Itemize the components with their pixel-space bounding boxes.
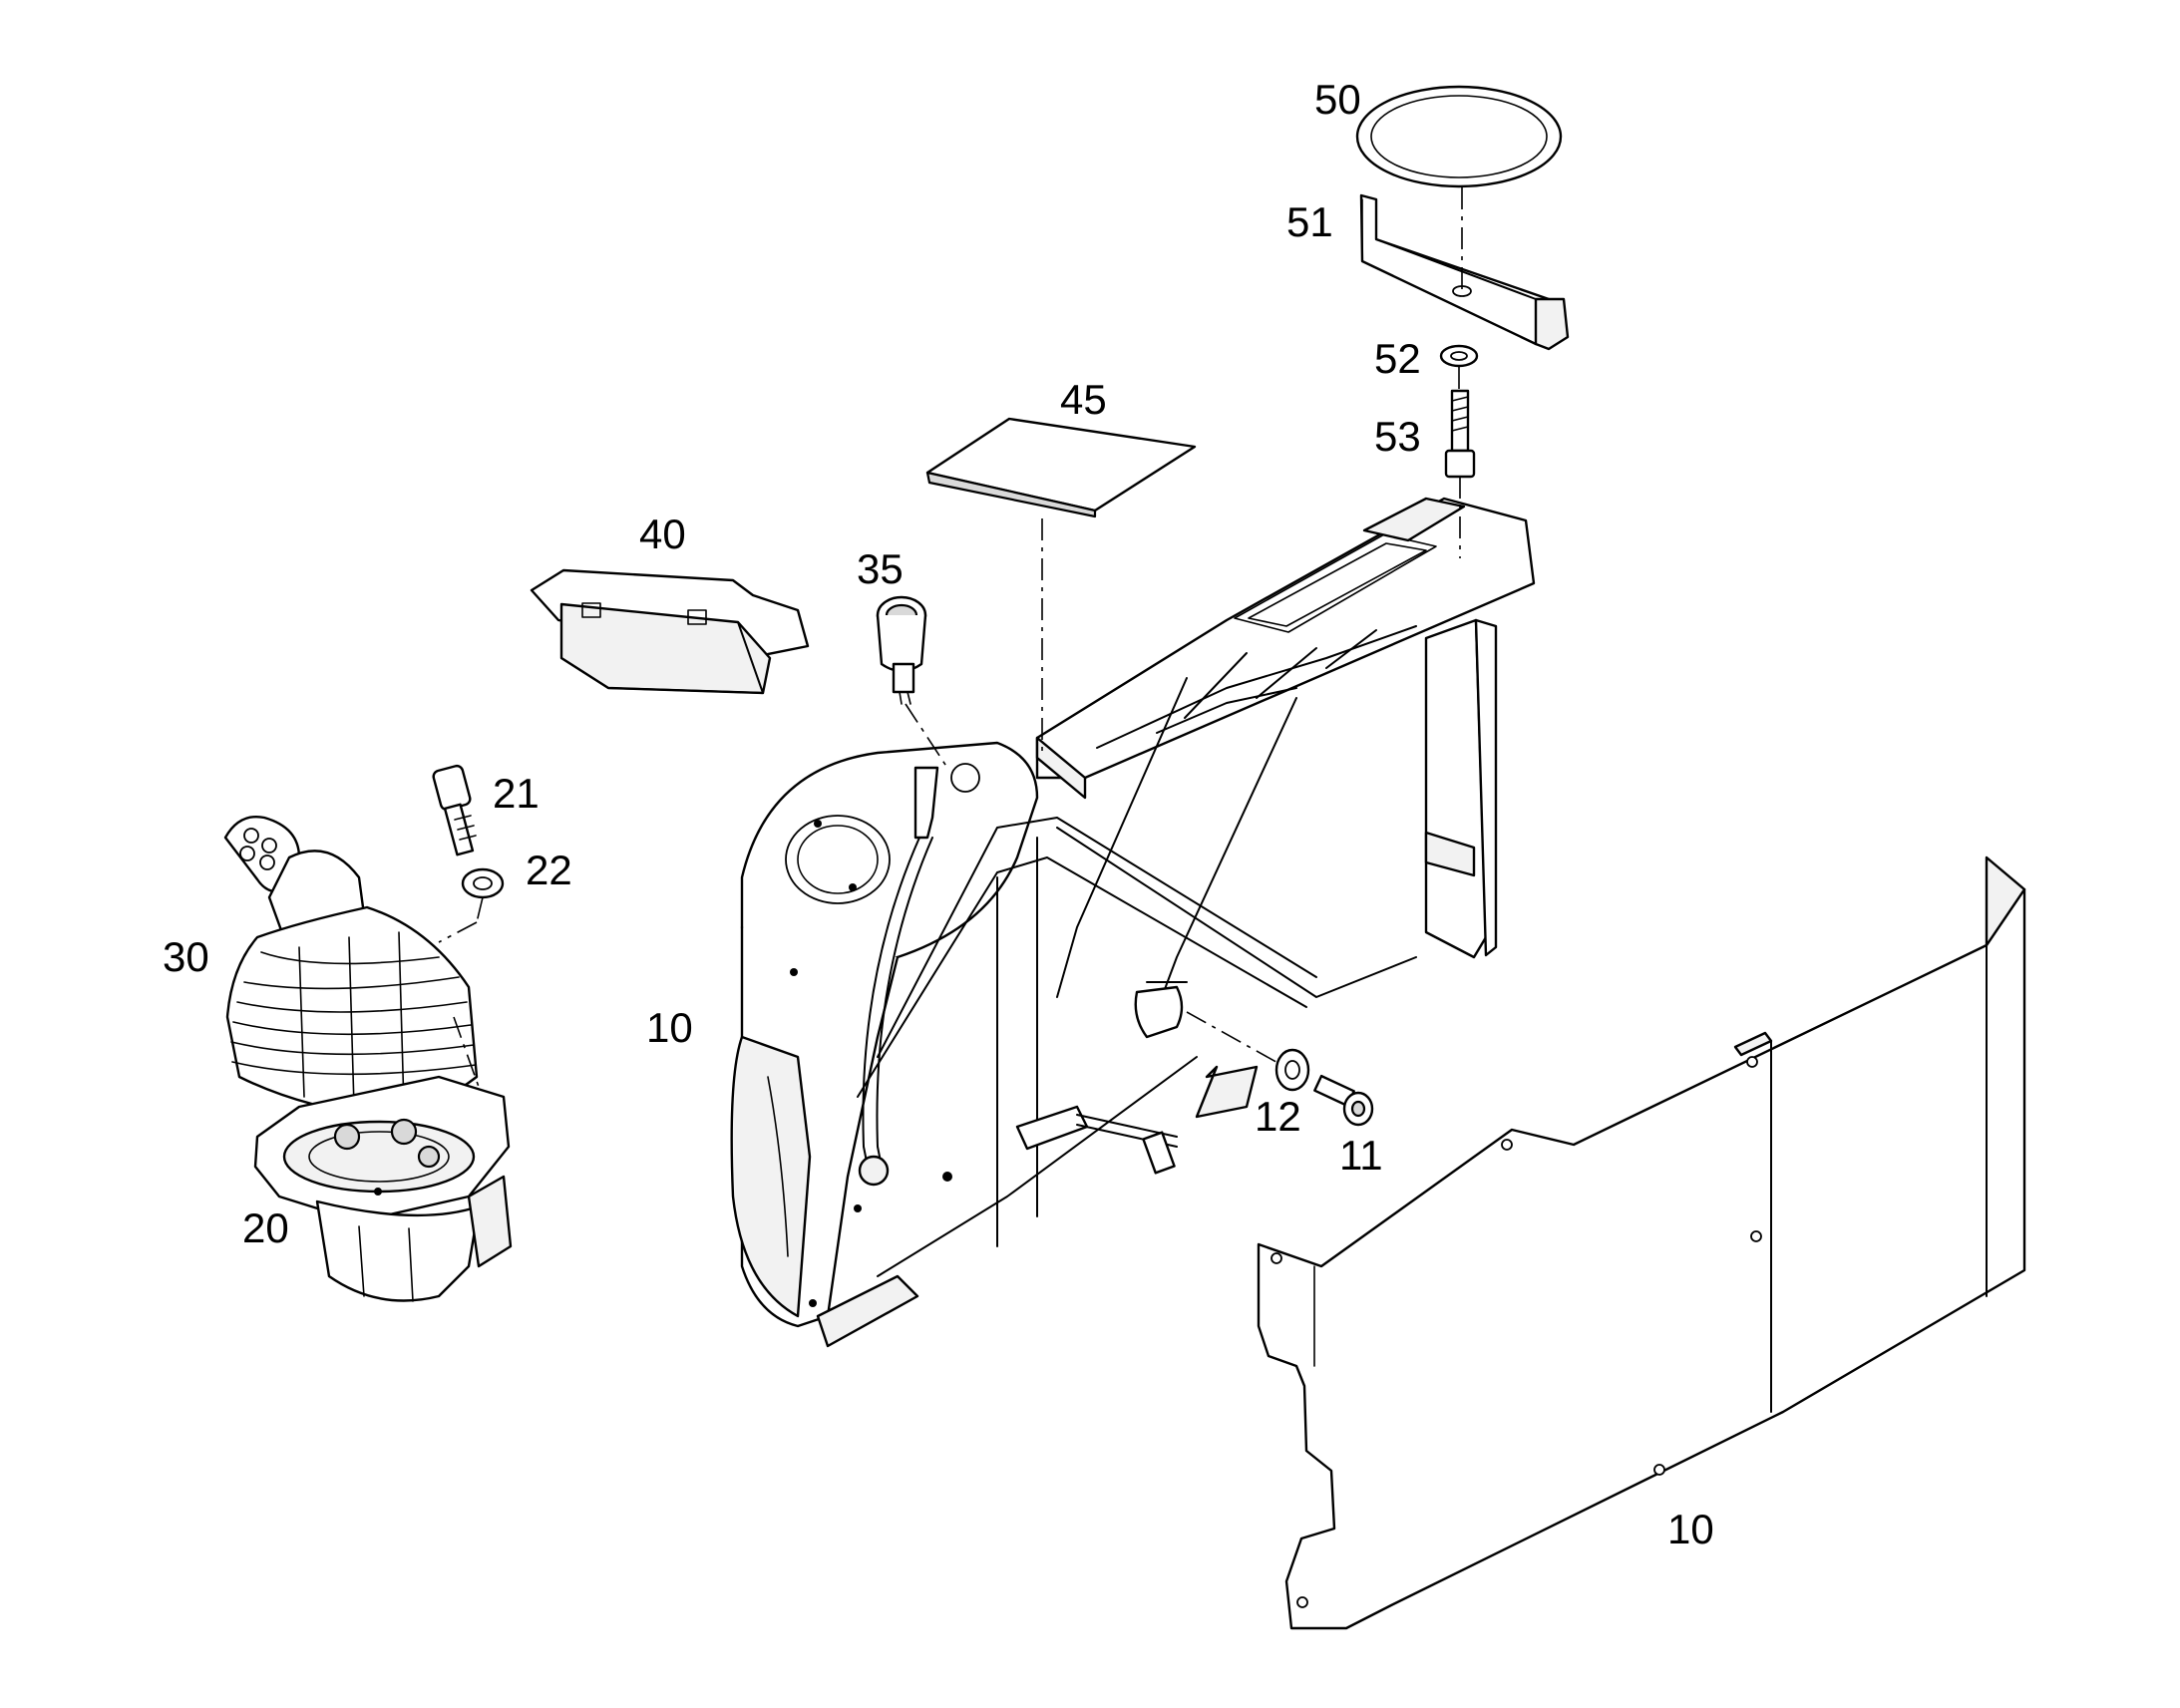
part-45-cover-plate bbox=[925, 417, 1197, 518]
part-40-storage-tray bbox=[530, 568, 810, 695]
part-50-seal-disc bbox=[1355, 85, 1563, 188]
callout-22: 22 bbox=[526, 847, 572, 893]
assembly-leader-lines bbox=[438, 187, 1463, 1088]
callout-51: 51 bbox=[1286, 198, 1333, 245]
callout-45: 45 bbox=[1060, 376, 1107, 423]
part-10-console-frame bbox=[730, 497, 1536, 1348]
part-11-screw bbox=[1313, 1074, 1374, 1127]
callout-21: 21 bbox=[493, 770, 540, 817]
callout-40: 40 bbox=[639, 511, 686, 557]
part-10-side-cover-panel bbox=[1257, 855, 2026, 1630]
part-22-washer bbox=[461, 867, 505, 899]
callout-20: 20 bbox=[242, 1204, 289, 1251]
callout-53: 53 bbox=[1374, 413, 1421, 460]
callout-50: 50 bbox=[1314, 76, 1361, 123]
callout-12: 12 bbox=[1255, 1093, 1301, 1140]
part-20-pilot-valve bbox=[253, 1075, 513, 1302]
part-21-bolt bbox=[432, 764, 477, 856]
callout-30: 30 bbox=[163, 933, 209, 980]
part-30-joystick-handle bbox=[223, 816, 479, 1119]
callout-labels: 50 51 52 53 45 40 35 21 22 30 10 12 11 2… bbox=[163, 76, 1714, 1552]
callout-52: 52 bbox=[1374, 335, 1421, 382]
callout-11: 11 bbox=[1339, 1132, 1383, 1179]
part-51-bracket-tray bbox=[1359, 193, 1570, 351]
part-53-bolt bbox=[1444, 389, 1476, 479]
part-12-washer bbox=[1274, 1048, 1310, 1092]
callout-10-panel: 10 bbox=[1667, 1506, 1714, 1552]
callout-10-frame: 10 bbox=[646, 1004, 693, 1051]
callout-35: 35 bbox=[857, 545, 904, 592]
part-52-washer bbox=[1439, 344, 1479, 368]
part-35-socket bbox=[876, 595, 927, 705]
